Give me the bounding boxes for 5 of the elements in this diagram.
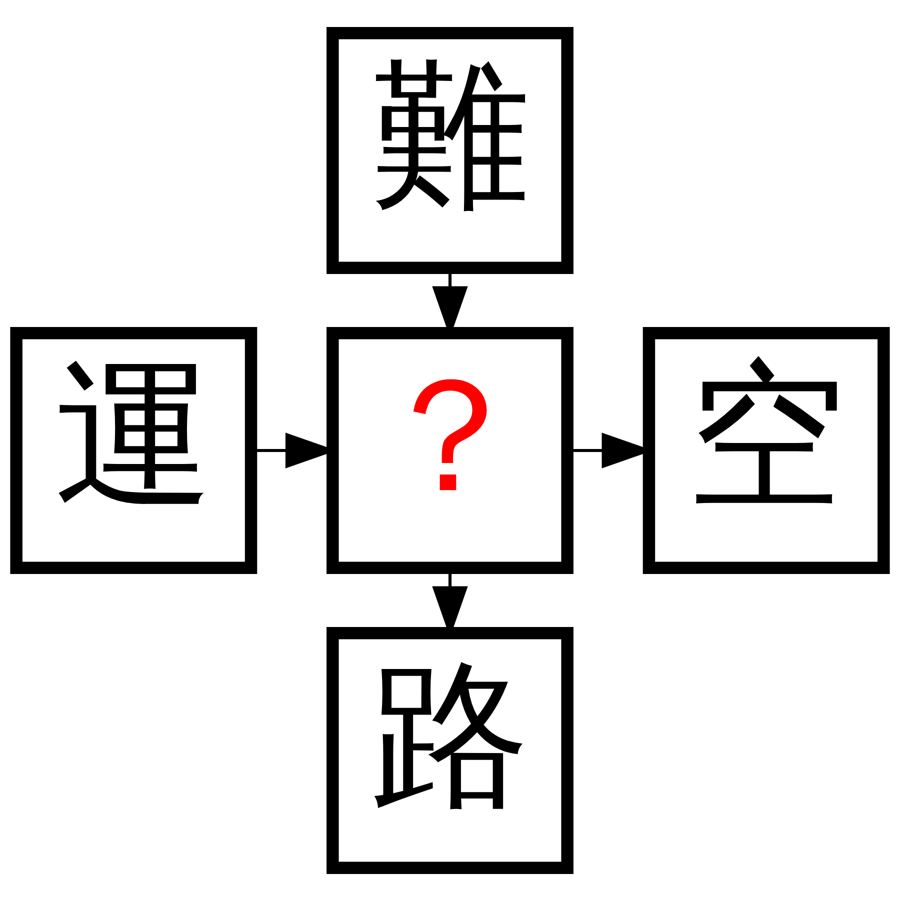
node-box: 難 bbox=[326, 26, 574, 274]
node-box: 空 bbox=[642, 326, 890, 574]
node-box: ？ bbox=[326, 326, 574, 574]
node-box: 運 bbox=[10, 326, 258, 574]
node-box: 路 bbox=[326, 626, 574, 874]
